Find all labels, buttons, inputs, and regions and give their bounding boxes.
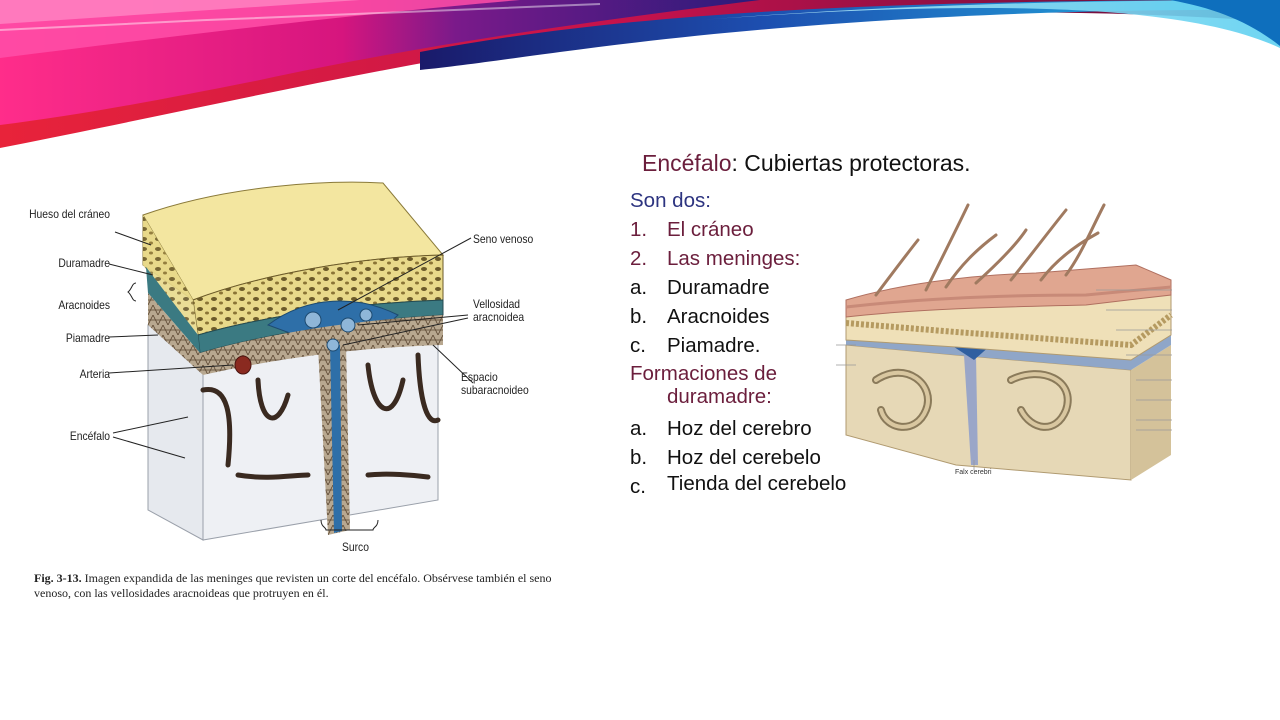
list-label: El cráneo <box>667 218 754 241</box>
list-label: Hoz del cerebelo <box>667 446 821 469</box>
figure-caption: Fig. 3-13. Imagen expandida de las menin… <box>34 571 574 601</box>
formations-line1: Formaciones de <box>630 362 777 385</box>
label-seno-venoso: Seno venoso <box>473 232 534 246</box>
list-marker: c. <box>630 334 646 357</box>
list-label: Hoz del cerebro <box>667 417 812 440</box>
label-falx-cerebri: Falx cerebri <box>955 469 992 476</box>
title-rest: : Cubiertas protectoras. <box>731 150 971 176</box>
caption-ref: Fig. 3-13. <box>34 571 82 585</box>
label-aracnoides: Aracnoides <box>58 298 110 312</box>
label-encefalo: Encéfalo <box>69 429 110 443</box>
label-piamadre: Piamadre <box>65 331 110 345</box>
list-label: Tienda del cerebelo <box>667 472 847 495</box>
list-label: Duramadre <box>667 276 770 299</box>
list-marker: 2. <box>630 247 648 270</box>
list-label: Las meninges: <box>667 247 801 270</box>
label-hueso-del-craneo: Hueso del cráneo <box>29 207 111 221</box>
formations-heading: Formaciones de duramadre: <box>630 362 850 408</box>
label-surco: Surco <box>342 540 369 554</box>
label-vellosidad-aracnoidea: Vellosidad aracnoidea <box>473 297 525 324</box>
sub-list-item: b. Hoz del cerebelo <box>630 443 850 472</box>
title-highlight: Encéfalo <box>642 150 732 176</box>
list-item: 1. El cráneo <box>630 215 850 244</box>
slide-title: Encéfalo: Cubiertas protectoras. <box>642 150 971 177</box>
list-item: a. Duramadre <box>630 273 850 302</box>
list-marker: b. <box>630 446 648 469</box>
sub-list-item: c. Tienda del cerebelo <box>630 472 850 498</box>
label-arteria: Arteria <box>79 367 110 381</box>
list-marker: a. <box>630 276 648 299</box>
list-marker: a. <box>630 417 648 440</box>
list-item: b. Aracnoides <box>630 302 850 331</box>
meninges-cross-section-diagram <box>108 181 474 541</box>
decorative-banner <box>0 0 1280 148</box>
sub-list-item: a. Hoz del cerebro <box>630 414 850 443</box>
list-marker: c. <box>630 475 646 498</box>
scalp-meninges-diagram <box>836 203 1173 481</box>
formations-line2: duramadre: <box>667 385 772 408</box>
intro-line: Son dos: <box>630 186 850 215</box>
list-item: 2. Las meninges: <box>630 244 850 273</box>
intro-text: Son dos: <box>630 189 711 212</box>
list-marker: b. <box>630 305 648 328</box>
list-marker: 1. <box>630 218 648 241</box>
list-label: Piamadre. <box>667 334 761 357</box>
list-item: c. Piamadre. <box>630 331 850 360</box>
label-duramadre: Duramadre <box>58 256 110 270</box>
caption-text: Imagen expandida de las meninges que rev… <box>34 571 552 600</box>
content-list: Son dos: 1. El cráneo 2. Las meninges: a. D… <box>630 186 850 498</box>
label-espacio-subaracnoideo: Espacio subaracnoideo <box>461 370 529 397</box>
list-label: Aracnoides <box>667 305 770 328</box>
